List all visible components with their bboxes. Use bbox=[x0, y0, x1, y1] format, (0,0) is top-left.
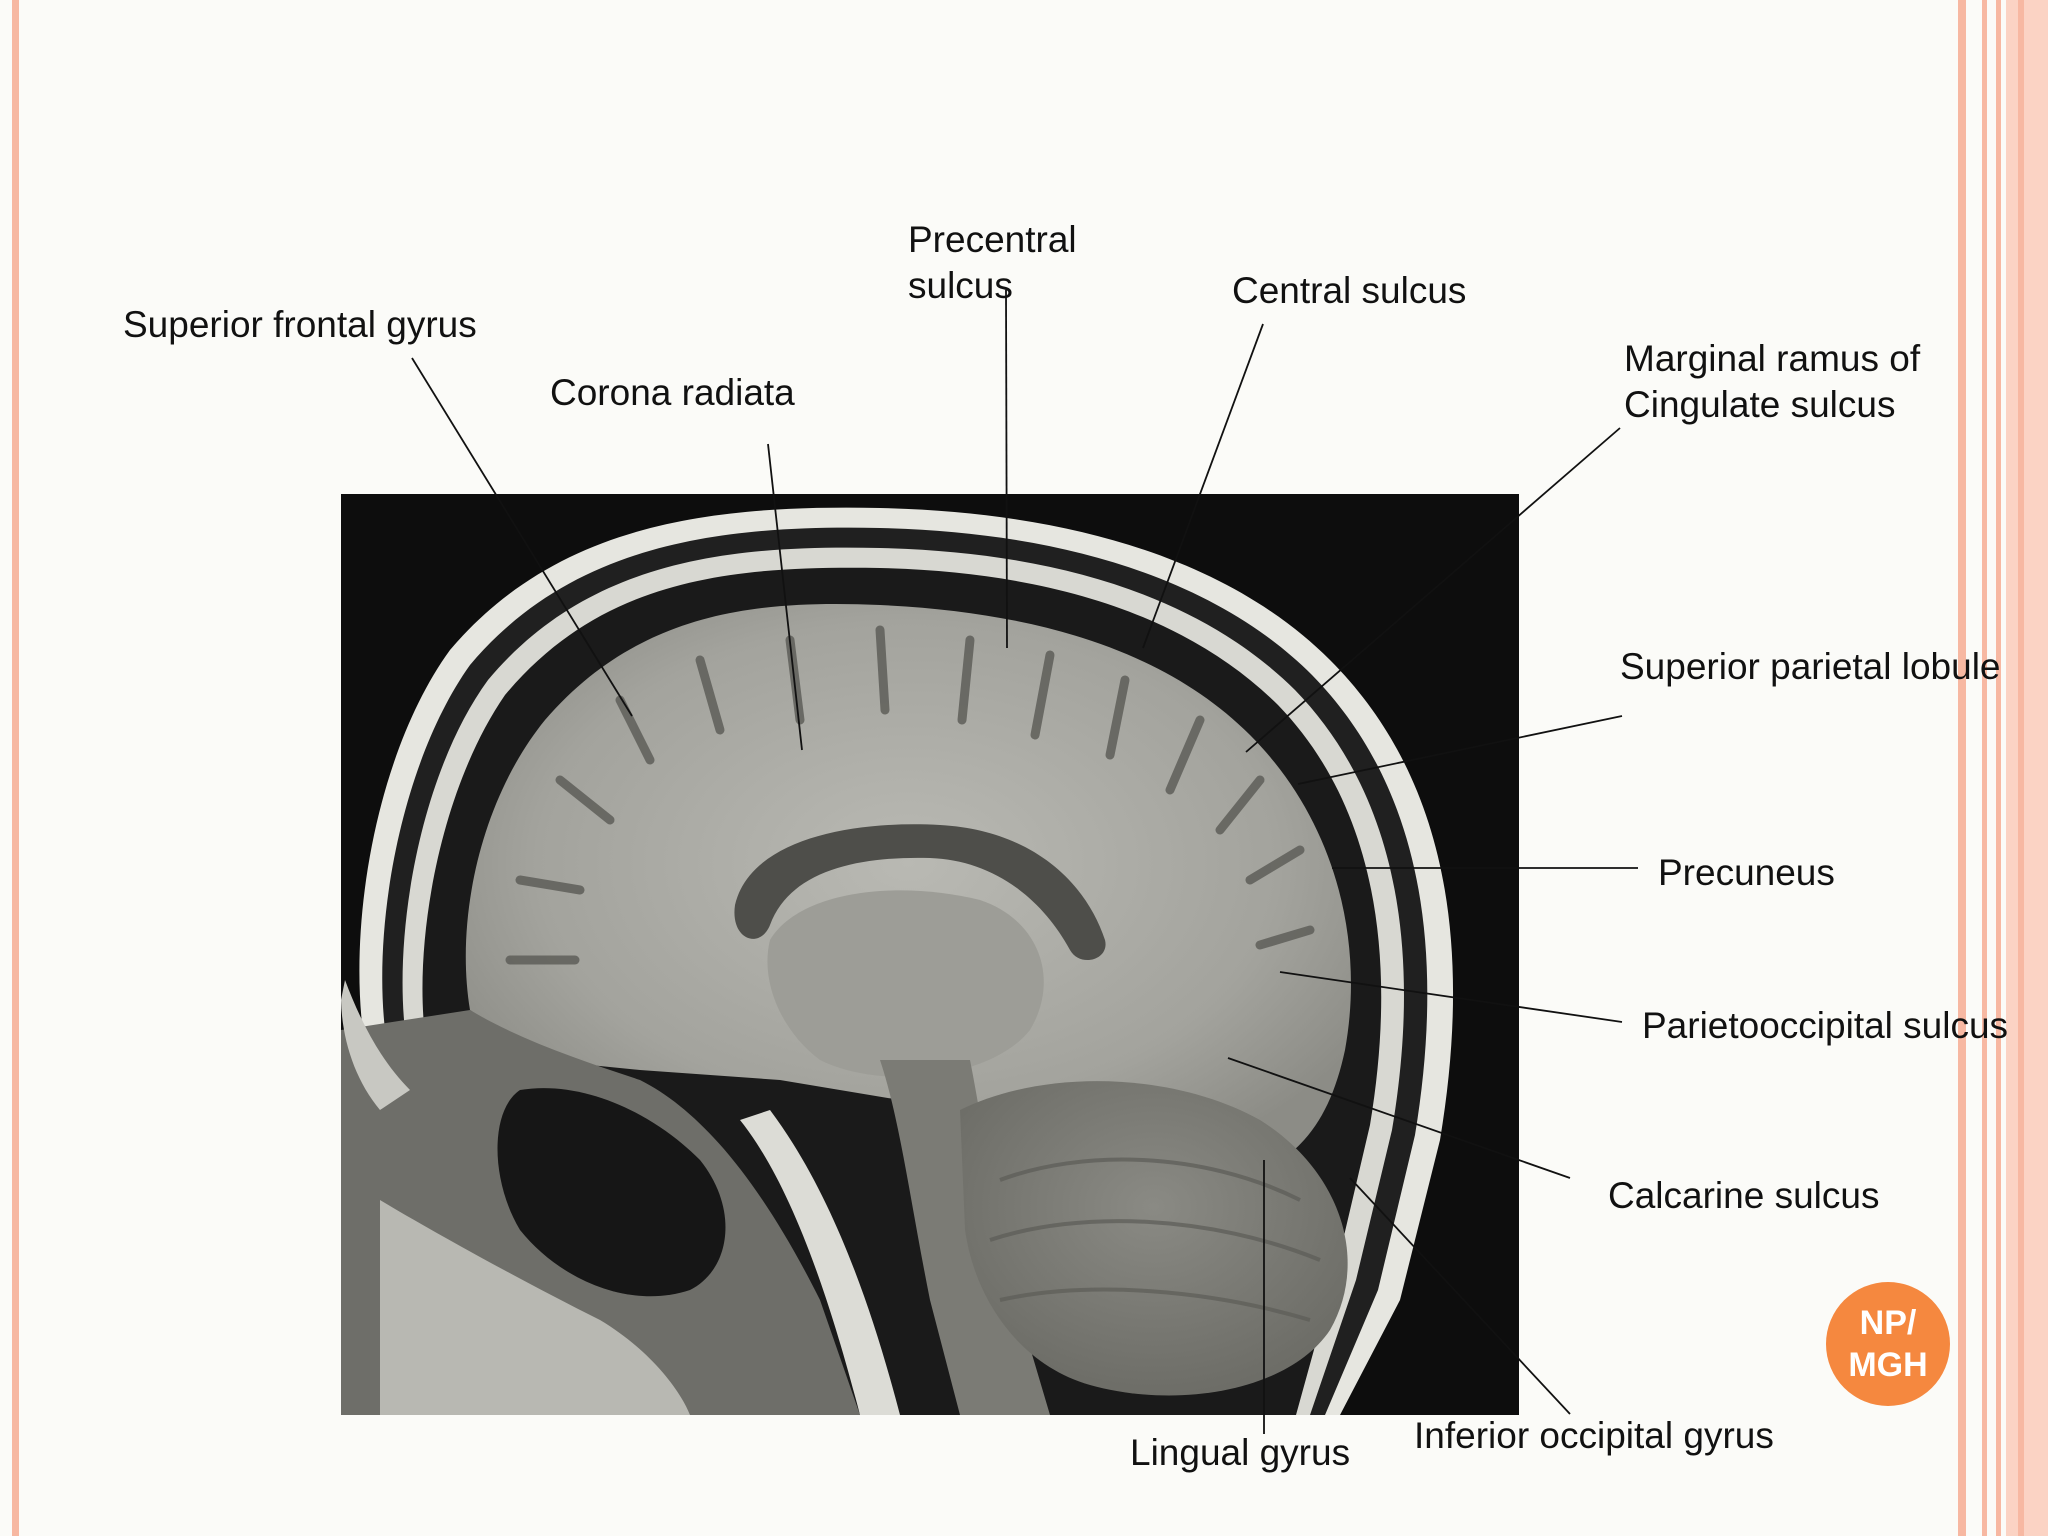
label-precentral-line1: Precentral bbox=[908, 219, 1077, 260]
label-parietooccipital-sulcus: Parietooccipital sulcus bbox=[1642, 1005, 2009, 1046]
label-precentral-line2: sulcus bbox=[908, 265, 1013, 306]
label-precentral-sulcus: Precentral sulcus bbox=[908, 217, 1077, 309]
leader-superior-frontal-gyrus bbox=[411, 357, 633, 717]
leader-lines bbox=[411, 289, 1638, 1434]
left-border-stripes bbox=[12, 0, 19, 1536]
leader-superior-parietal-lobule bbox=[1297, 715, 1623, 785]
badge-line2: MGH bbox=[1848, 1346, 1928, 1384]
label-marginal-ramus-line2: Cingulate sulcus bbox=[1624, 384, 1896, 425]
leader-corona-radiata bbox=[767, 443, 803, 751]
label-lingual-gyrus: Lingual gyrus bbox=[1130, 1432, 1351, 1473]
label-superior-parietal-lobule: Superior parietal lobule bbox=[1620, 646, 2001, 687]
leader-inferior-occipital-gyrus bbox=[1349, 1177, 1571, 1415]
label-central-sulcus: Central sulcus bbox=[1232, 270, 1467, 311]
leader-precentral-sulcus bbox=[1005, 289, 1008, 649]
right-border-stripes bbox=[1958, 0, 2048, 1536]
label-precuneus: Precuneus bbox=[1658, 852, 1835, 893]
leader-central-sulcus bbox=[1142, 323, 1264, 649]
label-marginal-ramus: Marginal ramus of Cingulate sulcus bbox=[1624, 336, 1920, 428]
mri-sagittal-image bbox=[341, 494, 1519, 1416]
leader-parietooccipital-sulcus bbox=[1279, 971, 1623, 1023]
leader-calcarine-sulcus bbox=[1227, 1057, 1571, 1179]
label-corona-radiata: Corona radiata bbox=[550, 372, 795, 413]
leader-marginal-ramus bbox=[1245, 427, 1621, 753]
label-inferior-occipital-gyrus: Inferior occipital gyrus bbox=[1414, 1415, 1774, 1456]
label-superior-frontal-gyrus: Superior frontal gyrus bbox=[123, 304, 477, 345]
badge-line1: NP/ bbox=[1859, 1304, 1917, 1342]
label-marginal-ramus-line1: Marginal ramus of bbox=[1624, 338, 1921, 379]
label-calcarine-sulcus: Calcarine sulcus bbox=[1608, 1175, 1880, 1216]
np-mgh-logo-badge: NP/ MGH bbox=[1826, 1282, 1950, 1406]
